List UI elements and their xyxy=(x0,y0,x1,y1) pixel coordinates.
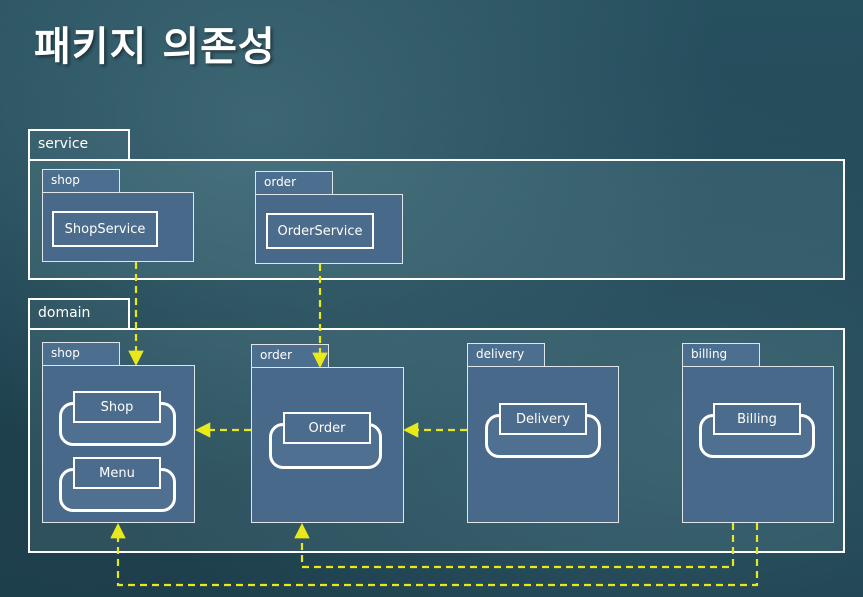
domain-billing-package-tab: billing xyxy=(682,343,760,367)
shop-service-class: ShopService xyxy=(52,211,158,247)
billing-class: Billing xyxy=(713,403,801,435)
domain-layer-tab: domain xyxy=(28,298,130,330)
order-class: Order xyxy=(283,412,371,444)
shop-class: Shop xyxy=(73,391,161,423)
page-title: 패키지 의존성 xyxy=(34,24,276,70)
domain-delivery-package-tab: delivery xyxy=(467,343,545,367)
delivery-class: Delivery xyxy=(499,403,587,435)
dep-domain-billing-to-domain-order xyxy=(294,522,735,569)
service-shop-package-tab: shop xyxy=(42,169,120,193)
dep-domain-billing-to-domain-shop xyxy=(110,522,759,587)
order-service-class: OrderService xyxy=(266,213,374,249)
menu-class: Menu xyxy=(73,457,161,489)
service-layer-tab: service xyxy=(28,129,130,161)
domain-shop-package-tab: shop xyxy=(42,342,120,366)
service-order-package-tab: order xyxy=(255,171,333,195)
